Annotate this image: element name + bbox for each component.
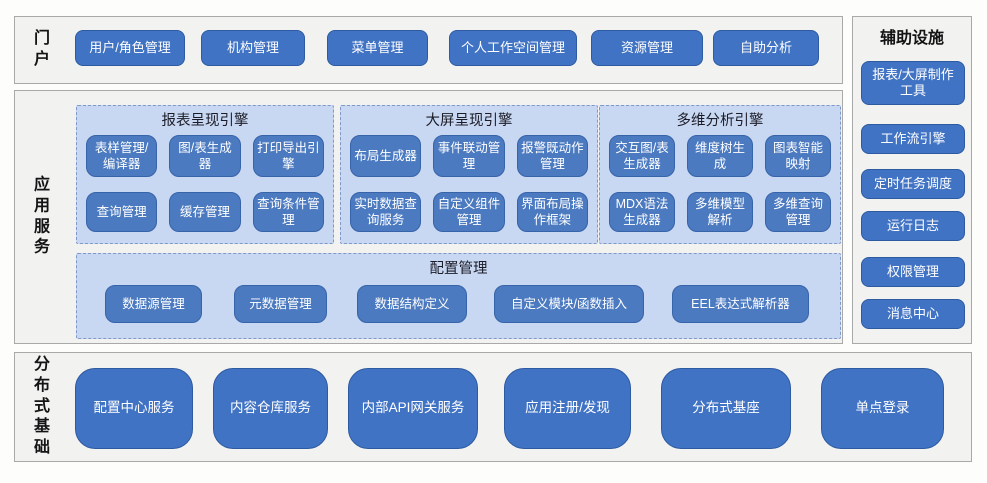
aux-item-permission-mgmt[interactable]: 权限管理 xyxy=(861,257,965,287)
portal-item-workspace-mgmt[interactable]: 个人工作空间管理 xyxy=(449,30,577,66)
distributed-section-label: 分布式基础 xyxy=(33,356,50,457)
portal-section: 门户 用户/角色管理 机构管理 菜单管理 个人工作空间管理 资源管理 自助分析 xyxy=(14,16,843,84)
auxiliary-section-title: 辅助设施 xyxy=(879,30,944,47)
report-engine-title: 报表呈现引擎 xyxy=(161,112,249,129)
portal-item-user-role-mgmt[interactable]: 用户/角色管理 xyxy=(75,30,185,66)
report-engine-group: 报表呈现引擎 表样管理/编译器 图/表生成器 打印导出引擎 查询管理 缓存管理 … xyxy=(76,105,334,244)
config-item-custom-module-insert[interactable]: 自定义模块/函数插入 xyxy=(494,285,644,323)
dist-item-internal-api-gateway[interactable]: 内部API网关服务 xyxy=(348,368,478,449)
module-cache-mgmt[interactable]: 缓存管理 xyxy=(169,192,241,232)
module-chart-table-generator[interactable]: 图/表生成器 xyxy=(169,135,241,177)
aux-item-message-center[interactable]: 消息中心 xyxy=(861,299,965,329)
dist-item-content-repo-service[interactable]: 内容仓库服务 xyxy=(213,368,328,449)
app-services-section: 应用服务 报表呈现引擎 表样管理/编译器 图/表生成器 打印导出引擎 查询管理 … xyxy=(14,90,843,344)
olap-engine-group: 多维分析引擎 交互图/表生成器 维度树生成 图表智能映射 MDX语法生成器 多维… xyxy=(599,105,841,244)
module-style-compiler[interactable]: 表样管理/编译器 xyxy=(86,135,158,177)
module-layout-generator[interactable]: 布局生成器 xyxy=(350,135,422,177)
dashboard-engine-title: 大屏呈现引擎 xyxy=(425,112,513,129)
portal-item-org-mgmt[interactable]: 机构管理 xyxy=(201,30,305,66)
aux-item-task-scheduler[interactable]: 定时任务调度 xyxy=(861,169,965,199)
config-item-datasource-mgmt[interactable]: 数据源管理 xyxy=(105,285,202,323)
config-mgmt-group: 配置管理 数据源管理 元数据管理 数据结构定义 自定义模块/函数插入 EEL表达… xyxy=(76,253,841,339)
module-ui-layout-framework[interactable]: 界面布局操作框架 xyxy=(516,192,588,232)
dist-item-config-center-service[interactable]: 配置中心服务 xyxy=(75,368,193,449)
report-engine-modules: 表样管理/编译器 图/表生成器 打印导出引擎 查询管理 缓存管理 查询条件管理 xyxy=(77,132,333,232)
olap-engine-modules: 交互图/表生成器 维度树生成 图表智能映射 MDX语法生成器 多维模型解析 多维… xyxy=(600,132,840,232)
portal-item-self-service-analysis[interactable]: 自助分析 xyxy=(713,30,819,66)
aux-item-run-log[interactable]: 运行日志 xyxy=(861,211,965,241)
config-item-schema-definition[interactable]: 数据结构定义 xyxy=(357,285,467,323)
aux-item-workflow-engine[interactable]: 工作流引擎 xyxy=(861,124,965,154)
config-item-eel-parser[interactable]: EEL表达式解析器 xyxy=(672,285,809,323)
dashboard-engine-group: 大屏呈现引擎 布局生成器 事件联动管理 报警既动作管理 实时数据查询服务 自定义… xyxy=(340,105,598,244)
app-services-section-label: 应用服务 xyxy=(33,176,50,256)
module-realtime-query-service[interactable]: 实时数据查询服务 xyxy=(350,192,422,232)
module-print-export-engine[interactable]: 打印导出引擎 xyxy=(252,135,324,177)
module-event-linkage-mgmt[interactable]: 事件联动管理 xyxy=(433,135,505,177)
module-multidim-model-parser[interactable]: 多维模型解析 xyxy=(687,192,753,232)
dashboard-engine-modules: 布局生成器 事件联动管理 报警既动作管理 实时数据查询服务 自定义组件管理 界面… xyxy=(341,132,597,232)
module-mdx-syntax-generator[interactable]: MDX语法生成器 xyxy=(609,192,675,232)
portal-item-resource-mgmt[interactable]: 资源管理 xyxy=(591,30,703,66)
module-custom-component-mgmt[interactable]: 自定义组件管理 xyxy=(433,192,505,232)
module-query-condition-mgmt[interactable]: 查询条件管理 xyxy=(252,192,324,232)
distributed-section: 分布式基础 配置中心服务 内容仓库服务 内部API网关服务 应用注册/发现 分布… xyxy=(14,352,972,462)
auxiliary-section: 辅助设施 报表/大屏制作工具 工作流引擎 定时任务调度 运行日志 权限管理 消息… xyxy=(852,16,972,344)
portal-section-label: 门户 xyxy=(33,30,50,68)
config-mgmt-modules: 数据源管理 元数据管理 数据结构定义 自定义模块/函数插入 EEL表达式解析器 xyxy=(77,285,840,323)
module-dimension-tree-generator[interactable]: 维度树生成 xyxy=(687,135,753,177)
dist-item-distributed-base[interactable]: 分布式基座 xyxy=(661,368,791,449)
olap-engine-title: 多维分析引擎 xyxy=(676,112,764,129)
module-alarm-action-mgmt[interactable]: 报警既动作管理 xyxy=(516,135,588,177)
module-multidim-query-mgmt[interactable]: 多维查询管理 xyxy=(765,192,831,232)
module-chart-smart-mapping[interactable]: 图表智能映射 xyxy=(765,135,831,177)
dist-item-single-sign-on[interactable]: 单点登录 xyxy=(821,368,944,449)
dist-item-app-register-discovery[interactable]: 应用注册/发现 xyxy=(504,368,631,449)
portal-item-menu-mgmt[interactable]: 菜单管理 xyxy=(327,30,428,66)
aux-item-report-dashboard-tool[interactable]: 报表/大屏制作工具 xyxy=(861,61,965,105)
config-mgmt-title: 配置管理 xyxy=(429,260,488,277)
module-query-mgmt[interactable]: 查询管理 xyxy=(86,192,158,232)
module-interactive-chart-generator[interactable]: 交互图/表生成器 xyxy=(609,135,675,177)
config-item-metadata-mgmt[interactable]: 元数据管理 xyxy=(234,285,327,323)
